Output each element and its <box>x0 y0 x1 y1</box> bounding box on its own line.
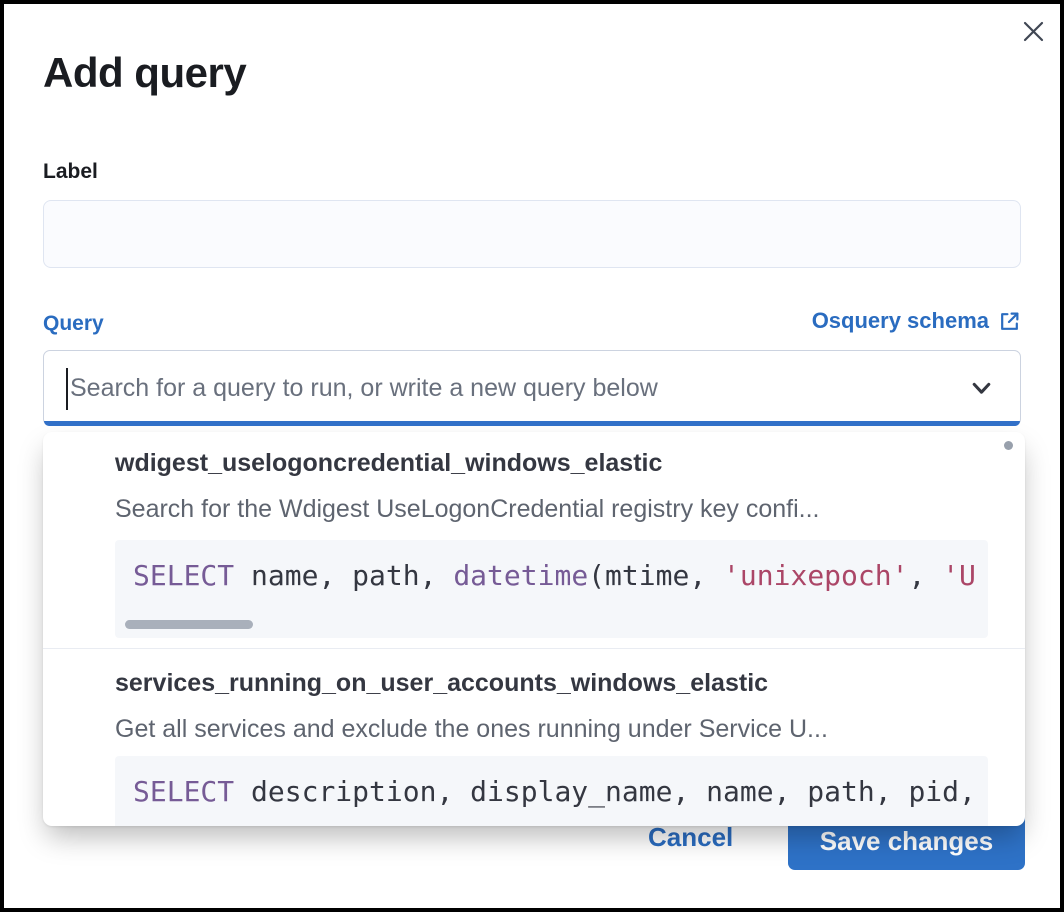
query-search-combobox[interactable]: Search for a query to run, or write a ne… <box>43 350 1021 426</box>
query-search-placeholder: Search for a query to run, or write a ne… <box>70 373 658 402</box>
sql-token: 'unixepoch' <box>723 559 909 592</box>
label-input[interactable] <box>43 200 1021 268</box>
combobox-focus-bar <box>44 421 1020 426</box>
text-caret <box>66 368 68 410</box>
query-option-title[interactable]: wdigest_uselogoncredential_windows_elast… <box>115 449 663 477</box>
osquery-schema-link[interactable]: Osquery schema <box>812 308 1021 334</box>
external-link-icon <box>998 310 1021 333</box>
query-field-label: Query <box>43 312 104 335</box>
sql-token: (mtime, <box>588 559 724 592</box>
close-icon <box>1020 18 1047 45</box>
query-option-code-block[interactable]: SELECT name, path, datetime(mtime, 'unix… <box>115 540 988 638</box>
osquery-schema-link-label: Osquery schema <box>811 308 989 333</box>
cancel-button[interactable]: Cancel <box>648 822 734 852</box>
query-option-description[interactable]: Get all services and exclude the ones ru… <box>115 715 828 743</box>
chevron-down-icon[interactable] <box>967 374 996 403</box>
close-button[interactable] <box>1018 16 1048 46</box>
sql-token: SELECT <box>133 559 235 592</box>
sql-code-line: SELECT description, display_name, name, … <box>133 774 988 810</box>
sql-code-line: SELECT name, path, datetime(mtime, 'unix… <box>133 558 988 594</box>
sql-token: description, display_name, name, path, p… <box>234 775 976 808</box>
option-divider <box>43 648 1025 649</box>
horizontal-scrollbar-thumb[interactable] <box>125 620 253 629</box>
sql-token: , <box>908 559 943 592</box>
query-options-dropdown: wdigest_uselogoncredential_windows_elast… <box>43 432 1025 826</box>
query-option-description[interactable]: Search for the Wdigest UseLogonCredentia… <box>115 495 820 523</box>
vertical-scrollbar-thumb[interactable] <box>1004 441 1013 450</box>
label-field-label: Label <box>43 160 98 183</box>
query-option-title[interactable]: services_running_on_user_accounts_window… <box>115 669 769 697</box>
sql-token: datetime <box>453 559 589 592</box>
sql-token: 'U <box>942 559 976 592</box>
sql-token: name, path, <box>234 559 454 592</box>
sql-token: SELECT <box>133 775 235 808</box>
query-option-code-block[interactable]: SELECT description, display_name, name, … <box>115 756 988 826</box>
modal-title: Add query <box>43 49 247 96</box>
